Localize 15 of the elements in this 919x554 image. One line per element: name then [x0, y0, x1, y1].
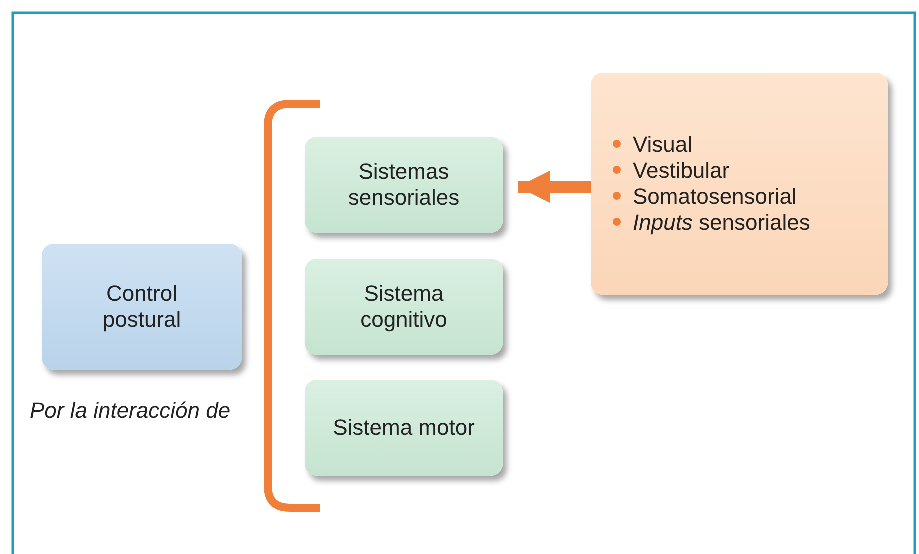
- node-label: Sistema cognitivo: [360, 280, 448, 334]
- process-box: [42, 244, 242, 370]
- list-item: Somatosensorial: [611, 184, 797, 210]
- node-label: Sistemas sensoriales: [347, 158, 461, 212]
- process-box: [305, 137, 503, 233]
- process-box: [305, 380, 503, 476]
- list-item: Vestibular: [611, 158, 730, 184]
- list-item: Visual: [611, 132, 693, 158]
- node-label: Sistema motor: [333, 414, 475, 442]
- list-box: [591, 73, 888, 295]
- node-label: Control postural: [102, 280, 182, 334]
- list-item: Inputs sensoriales: [611, 210, 810, 236]
- node-caption: Por la interacción de: [30, 398, 231, 424]
- process-box: [305, 259, 503, 355]
- arrow: [518, 171, 591, 203]
